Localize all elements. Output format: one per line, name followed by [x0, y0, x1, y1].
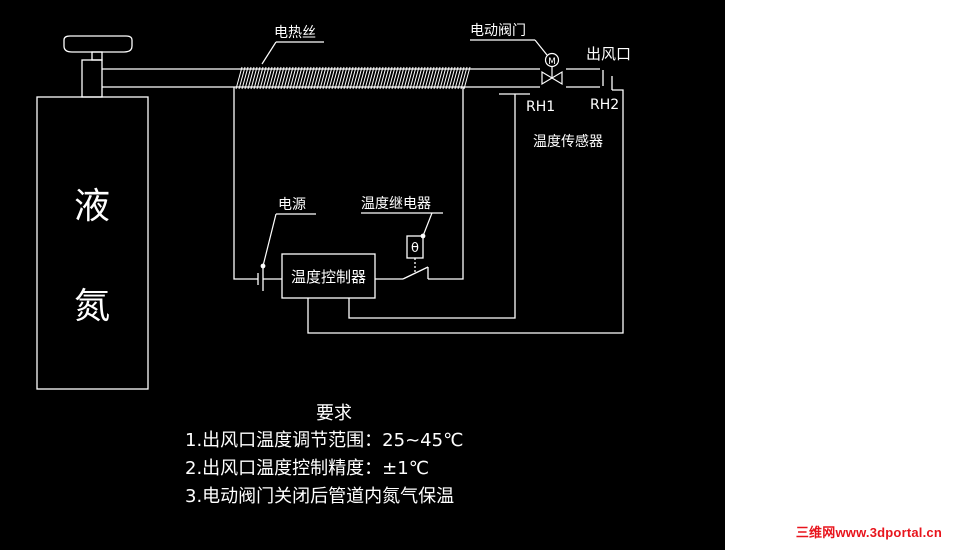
relay-contact: [402, 266, 429, 280]
valve-motor-icon: [544, 52, 560, 68]
rh2-label: RH2: [590, 97, 619, 113]
heating-coil: [235, 66, 471, 90]
power-leader: [262, 213, 277, 267]
nitrogen-tank: 液 氮: [36, 35, 149, 390]
tank-label-line1: 液: [74, 186, 110, 227]
site-watermark: 三维网www.3dportal.cn: [796, 516, 942, 546]
relay-coil-box: [406, 235, 424, 259]
valve-motor-symbol: M: [548, 57, 556, 67]
requirement-item: 1.出风口温度调节范围：25~45℃: [185, 430, 463, 451]
sensors: RH1 RH2 温度传感器: [499, 76, 619, 150]
requirements: 要求 1.出风口温度调节范围：25~45℃ 2.出风口温度控制精度：±1℃ 3.…: [185, 403, 463, 507]
tank-label-line2: 氮: [74, 286, 110, 327]
rh1-label: RH1: [526, 99, 555, 115]
relay-coil-symbol: θ: [411, 241, 419, 256]
heater-left-wire: [233, 87, 258, 280]
outlet-label: 出风口: [586, 45, 631, 63]
relay-label: 温度继电器: [361, 196, 431, 212]
relay-leader: [422, 212, 433, 237]
requirements-title: 要求: [316, 403, 352, 424]
tank-body: [36, 96, 149, 390]
temperature-controller-label: 温度控制器: [291, 268, 366, 286]
tank-handwheel: [63, 35, 133, 53]
relay-to-heater-wire: [428, 87, 464, 280]
heating-wire-label: 电热丝: [274, 25, 316, 41]
temperature-controller: [281, 253, 376, 299]
rh2-signal-wire: [307, 89, 624, 334]
temp-sensor-label: 温度传感器: [533, 133, 603, 150]
rh1-signal-wire: [348, 94, 516, 319]
power-label: 电源: [278, 197, 306, 213]
tank-valve-body: [81, 59, 103, 98]
requirement-item: 3.电动阀门关闭后管道内氮气保温: [185, 486, 454, 507]
valve-leader: [534, 39, 548, 56]
valve-label: 电动阀门: [470, 23, 526, 39]
callouts: 电源 温度继电器: [260, 196, 443, 269]
requirement-item: 2.出风口温度控制精度：±1℃: [185, 458, 429, 479]
diagram-canvas: 液 氮 电热丝 M: [0, 0, 725, 550]
watermark-text: 三维网www.3dportal.cn: [795, 524, 942, 540]
tank-valve-neck: [91, 51, 103, 61]
heating-wire-leader: [261, 41, 277, 65]
electric-valve: M 电动阀门: [470, 23, 563, 86]
valve-body-icon: [541, 70, 563, 86]
system-diagram: 液 氮 电热丝 M: [36, 23, 631, 507]
heating-wire: 电热丝: [235, 25, 471, 90]
control-wiring: 温度控制器 θ: [233, 87, 624, 334]
